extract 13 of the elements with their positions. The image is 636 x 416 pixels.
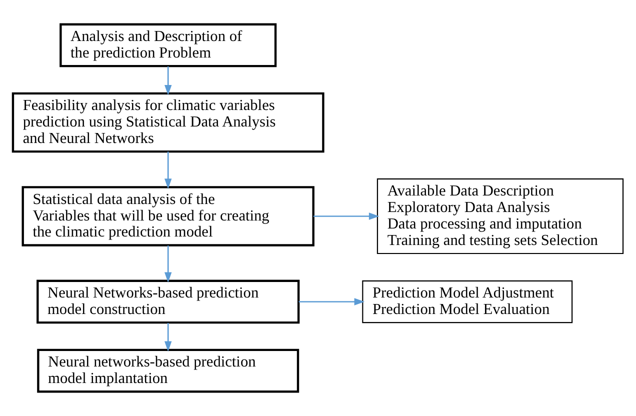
node-box: Statistical data analysis of the Variables that will be used for creating the climatic prediction model [22, 186, 314, 246]
arrow [164, 152, 172, 190]
arrow [164, 322, 172, 352]
arrow [164, 246, 172, 283]
node-box: Prediction Model Adjustment Prediction Model Evaluation [362, 280, 573, 324]
arrow [298, 298, 365, 306]
arrow [313, 212, 380, 220]
node-box: Feasibility analysis for climatic variables prediction using Statistical Data Analysis and Neural Networks [12, 92, 324, 153]
node-box: Analysis and Description of the prediction Problem [60, 23, 277, 68]
node-box: Available Data Description Exploratory Data Analysis Data processing and imputation Training and testing sets Selection [376, 178, 624, 254]
arrow [164, 66, 172, 96]
node-box: Neural networks-based prediction model implantation [37, 348, 300, 393]
node-box: Neural Networks-based prediction model construction [36, 280, 300, 324]
